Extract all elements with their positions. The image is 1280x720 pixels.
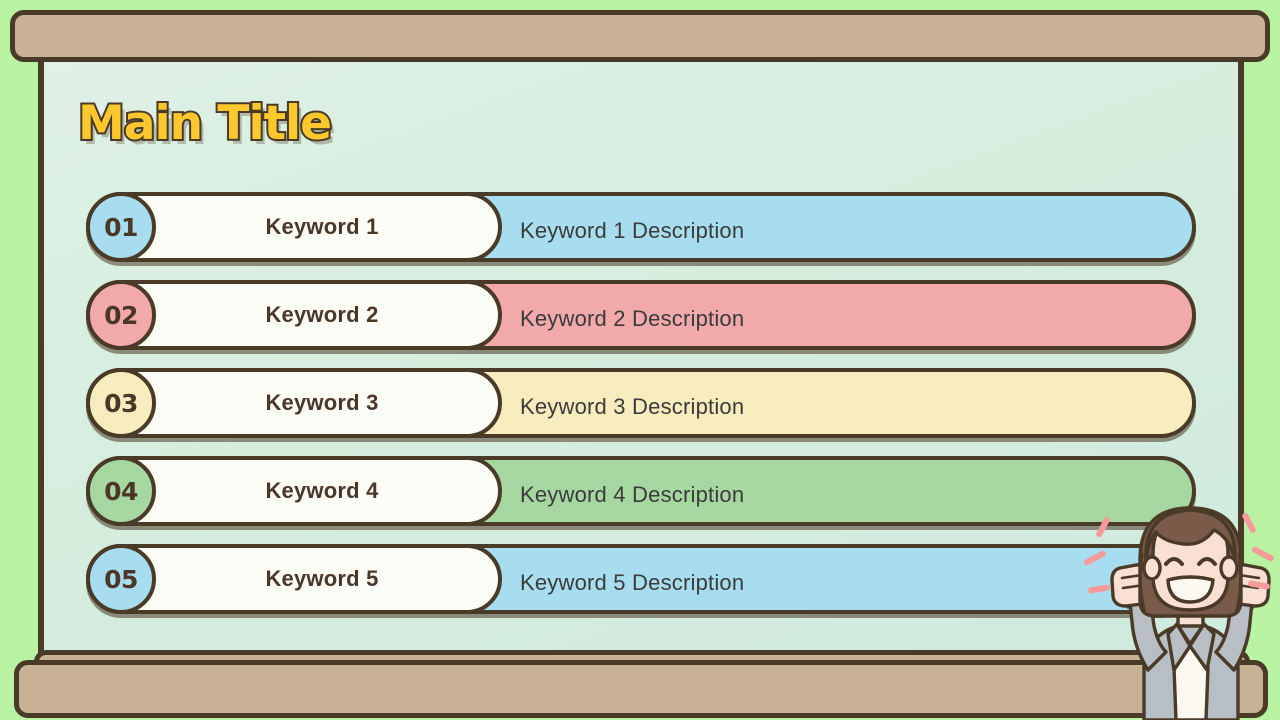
row-keyword-pill[interactable]: Keyword 3 [86, 368, 502, 438]
row-number-badge: 03 [86, 368, 156, 438]
row-keyword-pill[interactable]: Keyword 5 [86, 544, 502, 614]
row-number-badge: 05 [86, 544, 156, 614]
main-title-text: Main Title [76, 94, 334, 153]
row-keyword-label: Keyword 4 [265, 478, 379, 503]
row-keyword-label: Keyword 3 [265, 390, 379, 415]
top-frame-bar [10, 10, 1270, 62]
bottom-frame-bar [14, 660, 1268, 718]
row-keyword-label: Keyword 2 [265, 302, 379, 327]
list-item[interactable]: Keyword 2 Description Keyword 2 02 [86, 280, 1196, 350]
page-title: Main Title [76, 94, 334, 153]
list-item[interactable]: Keyword 3 Description Keyword 3 03 [86, 368, 1196, 438]
character-svg [1110, 506, 1271, 720]
row-description-text: Keyword 3 Description [520, 394, 745, 419]
row-keyword-label: Keyword 5 [265, 566, 379, 591]
list-item[interactable]: Keyword 4 Description Keyword 4 04 [86, 456, 1196, 526]
row-description-text: Keyword 1 Description [520, 218, 745, 243]
row-description-text: Keyword 2 Description [520, 306, 745, 331]
list-item[interactable]: Keyword 5 Description Keyword 5 05 [86, 544, 1196, 614]
row-number-badge: 04 [86, 456, 156, 526]
cheering-businesswoman-illustration [1082, 498, 1280, 720]
list-item[interactable]: Keyword 1 Description Keyword 1 01 [86, 192, 1196, 262]
row-description-text: Keyword 5 Description [520, 570, 745, 595]
row-number-badge: 02 [86, 280, 156, 350]
row-number-badge: 01 [86, 192, 156, 262]
row-keyword-label: Keyword 1 [265, 214, 379, 239]
row-description-text: Keyword 4 Description [520, 482, 745, 507]
